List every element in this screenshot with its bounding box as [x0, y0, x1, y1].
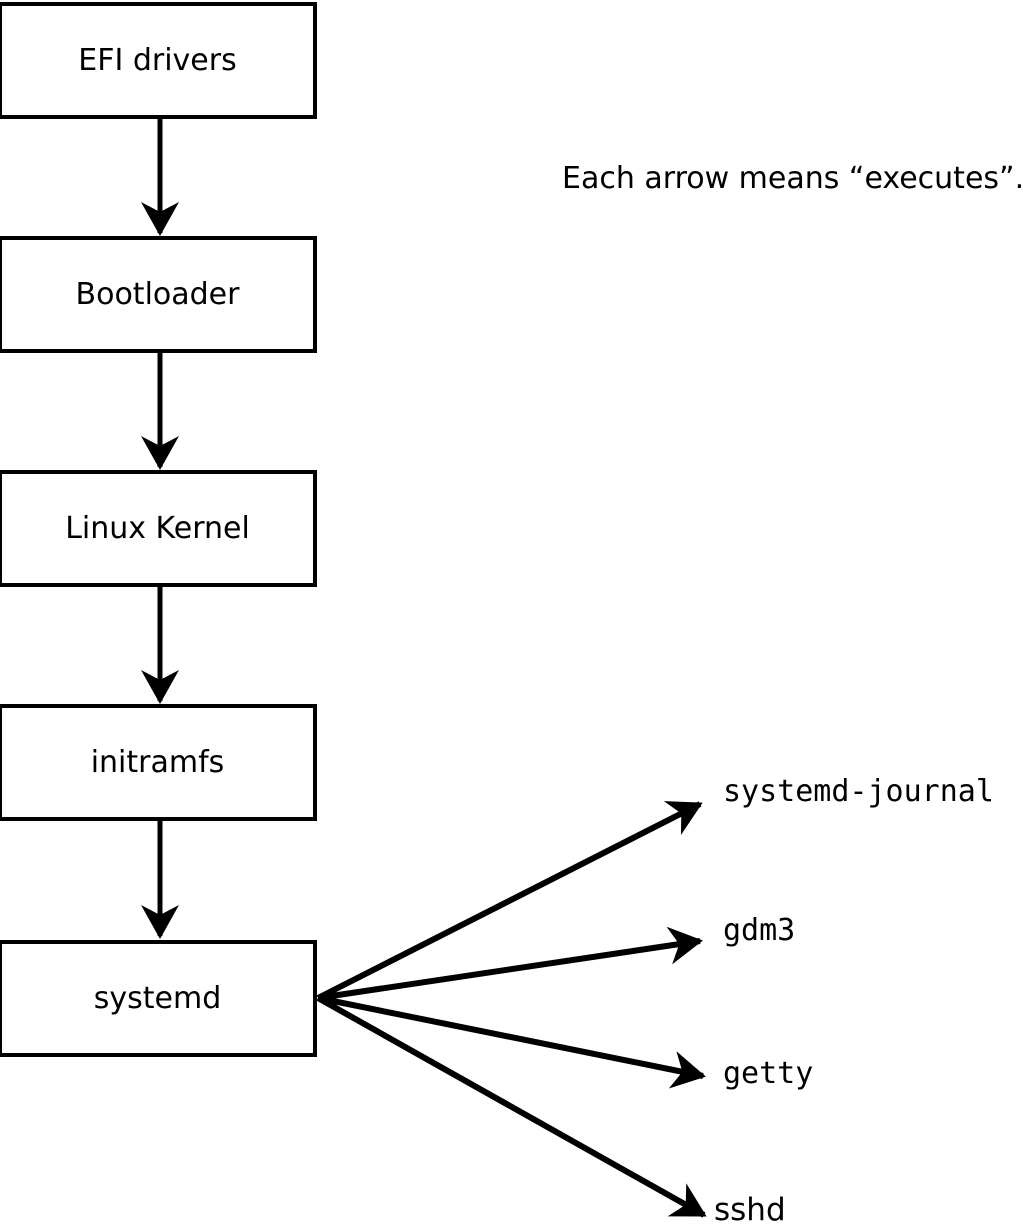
arrow-systemd-to-systemd-journal-icon: [316, 801, 703, 1001]
node-efi-drivers: EFI drivers: [0, 2, 317, 119]
node-systemd-label: systemd: [93, 980, 222, 1016]
arrow-systemd-to-sshd-icon: [316, 995, 707, 1218]
note-text: Each arrow means “executes”.: [562, 161, 1023, 196]
node-bootloader: Bootloader: [0, 236, 317, 353]
node-systemd: systemd: [0, 940, 317, 1057]
leaf-gdm3: gdm3: [723, 913, 796, 948]
node-bootloader-label: Bootloader: [75, 276, 240, 312]
node-linux-kernel-label: Linux Kernel: [65, 510, 250, 546]
node-efi-drivers-label: EFI drivers: [78, 42, 237, 78]
arrow-systemd-to-getty-icon: [317, 995, 706, 1089]
leaf-getty: getty: [723, 1056, 814, 1091]
arrow-systemd-to-gdm3-icon: [317, 926, 703, 1001]
node-initramfs: initramfs: [0, 704, 317, 821]
leaf-sshd: sshd: [714, 1192, 786, 1228]
leaf-systemd-journal: systemd-journal: [723, 774, 994, 809]
node-linux-kernel: Linux Kernel: [0, 470, 317, 587]
node-initramfs-label: initramfs: [90, 744, 225, 780]
